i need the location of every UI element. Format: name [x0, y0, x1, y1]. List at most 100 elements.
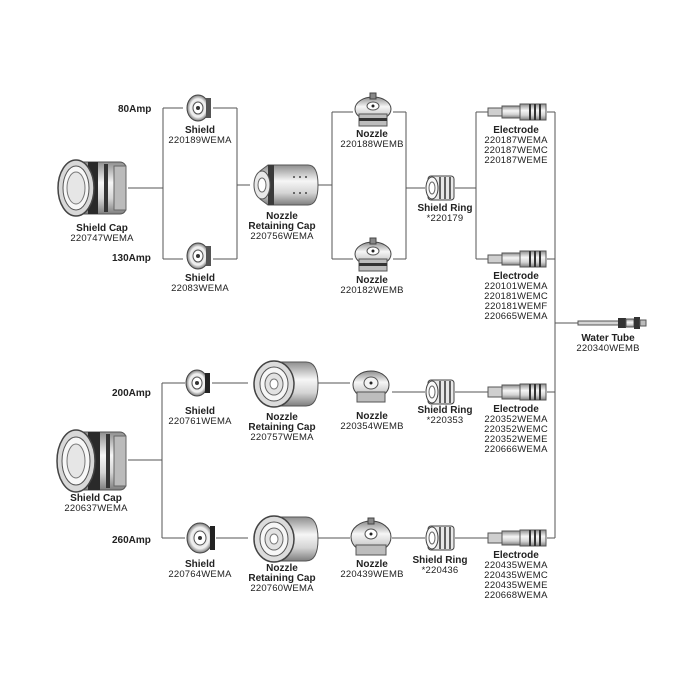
part-number: *220179	[426, 213, 464, 224]
part-number: 220760WEMA	[250, 583, 314, 594]
shield-icon	[185, 369, 210, 397]
connector-lines	[128, 107, 578, 539]
part-number: 220340WEMB	[576, 343, 640, 354]
part-name: Shield	[184, 406, 215, 417]
part-name: Retaining Cap	[248, 422, 316, 433]
part-number: 220352WEMC	[484, 424, 548, 435]
part-name: Electrode	[493, 550, 539, 561]
part-name: Retaining Cap	[248, 221, 316, 232]
part-name: Shield	[184, 273, 215, 284]
part-number: *220353	[426, 415, 464, 426]
shield-ring-icon	[425, 525, 455, 551]
part-number: 220354WEMB	[340, 421, 404, 432]
shield-ring-icon	[425, 175, 455, 201]
part-number: 220181WEMF	[484, 301, 548, 312]
part-number: 220439WEMB	[340, 569, 404, 580]
part-number: 22083WEMA	[171, 283, 229, 294]
part-number: 220181WEMC	[484, 291, 548, 302]
part-number: 220187WEMA	[484, 135, 548, 146]
part-number: 220435WEME	[484, 580, 548, 591]
electrode-icon	[487, 103, 547, 121]
nozzle-icon	[354, 237, 392, 272]
part-name: Nozzle	[356, 129, 388, 140]
part-name: Shield Cap	[76, 223, 128, 234]
part-name: Nozzle	[266, 412, 298, 423]
nozzle-icon	[354, 92, 392, 127]
part-name: Water Tube	[581, 333, 635, 344]
part-number: 220352WEME	[484, 434, 548, 445]
nozzle-retaining-cap-icon	[253, 360, 319, 408]
part-name: Shield	[184, 125, 215, 136]
part-name: Nozzle	[356, 411, 388, 422]
shield-icon	[186, 94, 211, 122]
amp-label-260: 260Amp	[112, 535, 151, 546]
part-name: Shield Ring	[417, 203, 473, 214]
part-number: 220189WEMA	[168, 135, 232, 146]
part-name: Electrode	[493, 125, 539, 136]
electrode-icon	[487, 250, 547, 268]
part-name: Nozzle	[266, 563, 298, 574]
part-label: Shield Ring*220353	[405, 406, 485, 426]
part-number: 220188WEMB	[340, 139, 404, 150]
shield-cap-icon	[57, 159, 127, 217]
part-number: 220101WEMA	[484, 281, 548, 292]
part-label: Shield Ring*220436	[400, 556, 480, 576]
electrode-icon	[487, 529, 547, 547]
part-number: 220764WEMA	[168, 569, 232, 580]
part-name: Electrode	[493, 271, 539, 282]
nozzle-retaining-cap-icon	[253, 515, 319, 563]
amp-label-200: 200Amp	[112, 388, 151, 399]
water-tube-icon	[577, 317, 647, 329]
part-number: 220761WEMA	[168, 416, 232, 427]
nozzle-icon	[352, 370, 390, 403]
nozzle-icon	[350, 517, 392, 556]
part-number: 220187WEME	[484, 155, 548, 166]
part-number: 220435WEMA	[484, 560, 548, 571]
part-name: Shield Cap	[70, 493, 122, 504]
part-name: Retaining Cap	[248, 573, 316, 584]
part-name: Nozzle	[356, 275, 388, 286]
shield-ring-icon	[425, 379, 455, 405]
part-name: Shield Ring	[417, 405, 473, 416]
part-number: 220747WEMA	[70, 233, 134, 244]
part-name: Shield	[184, 559, 215, 570]
part-number: 220665WEMA	[484, 311, 548, 322]
shield-icon	[186, 522, 215, 554]
part-name: Electrode	[493, 404, 539, 415]
part-name: Shield Ring	[412, 555, 468, 566]
part-number: 220182WEMB	[340, 285, 404, 296]
shield-cap-icon	[56, 429, 127, 493]
part-number: 220756WEMA	[250, 231, 314, 242]
part-number: 220757WEMA	[250, 432, 314, 443]
part-number: 220352WEMA	[484, 414, 548, 425]
part-label: Shield Ring*220179	[405, 204, 485, 224]
part-number: 220666WEMA	[484, 444, 548, 455]
amp-label-130: 130Amp	[112, 253, 151, 264]
part-name: Nozzle	[266, 211, 298, 222]
part-number: 220668WEMA	[484, 590, 548, 601]
shield-icon	[186, 242, 211, 270]
part-name: Nozzle	[356, 559, 388, 570]
part-number: 220187WEMC	[484, 145, 548, 156]
part-number: 220435WEMC	[484, 570, 548, 581]
amp-label-80: 80Amp	[118, 104, 152, 115]
part-number: 220637WEMA	[64, 503, 128, 514]
